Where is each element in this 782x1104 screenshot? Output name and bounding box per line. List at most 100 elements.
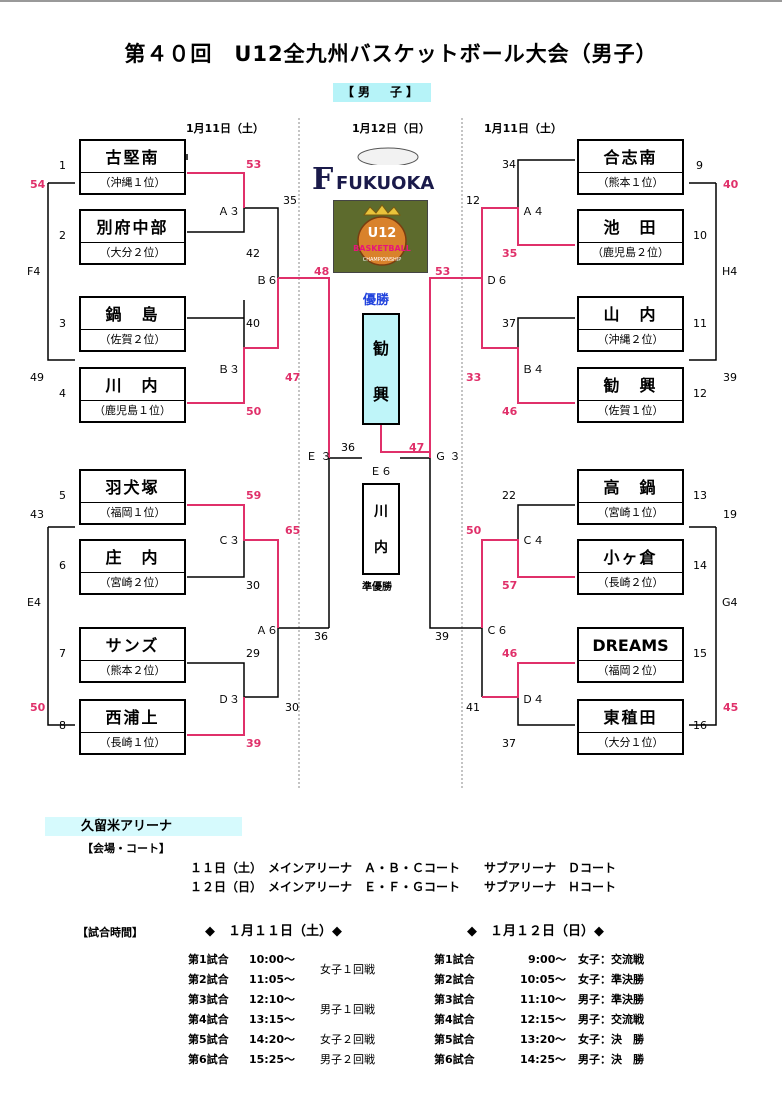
seed-number: 8 bbox=[59, 719, 66, 732]
team-seed-label: （熊本１位） bbox=[579, 172, 682, 193]
date-left: 1月11日（土） bbox=[186, 122, 264, 135]
schedule-time: 9:00～ bbox=[528, 953, 567, 966]
team-name: 池 田 bbox=[603, 218, 658, 237]
score: 53 bbox=[246, 158, 262, 171]
team-seed-label: （佐賀２位） bbox=[81, 329, 184, 350]
score: 22 bbox=[502, 489, 516, 502]
schedule-game: 第6試合 bbox=[188, 1053, 229, 1066]
score: 29 bbox=[246, 647, 260, 660]
score: 47 bbox=[409, 441, 425, 454]
team-name: 山 内 bbox=[603, 305, 658, 324]
score: 36 bbox=[341, 441, 355, 454]
schedule-time: 10:00～ bbox=[249, 953, 296, 966]
team-box-6: 庄 内（宮崎２位） bbox=[79, 539, 186, 595]
score: 57 bbox=[502, 579, 518, 592]
arena-name: 久留米アリーナ bbox=[45, 817, 242, 836]
runner-up-char: 川 bbox=[374, 504, 388, 520]
schedule-game: 第2試合 bbox=[188, 973, 229, 986]
schedule-event: 女子１回戦 bbox=[320, 963, 375, 976]
fukuoka-logo-text: FUKUOKA bbox=[336, 173, 434, 194]
match-label: Ｃ４ bbox=[522, 534, 544, 547]
schedule-game: 第1試合 bbox=[188, 953, 229, 966]
score: 39 bbox=[246, 737, 262, 750]
seed-number: 16 bbox=[693, 719, 707, 732]
runner-up-char: 内 bbox=[374, 540, 388, 556]
team-seed-label: （宮崎２位） bbox=[81, 572, 184, 593]
match-label: F4 bbox=[27, 265, 41, 278]
schedule-game: 第6試合 bbox=[434, 1053, 475, 1066]
score: 39 bbox=[723, 371, 737, 384]
schedule-time: 11:05～ bbox=[249, 973, 296, 986]
score: 30 bbox=[246, 579, 260, 592]
score: 37 bbox=[502, 737, 516, 750]
score: 35 bbox=[283, 194, 297, 207]
score: 36 bbox=[314, 630, 328, 643]
date-center: 1月12日（日） bbox=[352, 122, 430, 135]
team-seed-label: （沖縄２位） bbox=[579, 329, 682, 350]
seed-number: 13 bbox=[693, 489, 707, 502]
seed-number: 15 bbox=[693, 647, 707, 660]
seed-number: 10 bbox=[693, 229, 707, 242]
seed-number: 3 bbox=[59, 317, 66, 330]
score: 34 bbox=[502, 158, 516, 171]
score: 43 bbox=[30, 508, 44, 521]
team-seed-label: （鹿児島２位） bbox=[579, 242, 682, 263]
team-seed-label: （大分２位） bbox=[81, 242, 184, 263]
u12-logo-text: BASKETBALL bbox=[353, 244, 411, 253]
match-label: H4 bbox=[722, 265, 738, 278]
schedule-event: 男子：準決勝 bbox=[578, 993, 644, 1006]
team-seed-label: （大分１位） bbox=[579, 732, 682, 753]
team-box-8: 西浦上 （長崎１位） bbox=[79, 699, 186, 755]
top-border bbox=[0, 0, 782, 2]
venue-day2: １２日（日） メインアリーナ Ｅ・Ｆ・Ｇコート サブアリーナ Ｈコート bbox=[190, 880, 617, 894]
schedule-event: 女子：決 勝 bbox=[578, 1033, 644, 1046]
team-box-16: 東稙田（大分１位） bbox=[577, 699, 684, 755]
champion-box: 勧 興 bbox=[362, 313, 400, 425]
match-label: Ａ６ bbox=[256, 624, 278, 637]
match-label: Ｅ６ bbox=[370, 465, 392, 478]
score: 59 bbox=[246, 489, 262, 502]
page-title: 第４０回 U12全九州バスケットボール大会（男子） bbox=[124, 42, 658, 66]
schedule-game: 第1試合 bbox=[434, 953, 475, 966]
schedule-time: 12:15～ bbox=[520, 1013, 567, 1026]
match-label: Ｇ ３ bbox=[435, 450, 461, 463]
team-name: 西浦上 bbox=[105, 708, 160, 727]
match-label: G4 bbox=[722, 596, 738, 609]
team-seed-label: （長崎１位） bbox=[81, 732, 184, 753]
team-box-12: 勧 興（佐賀１位） bbox=[577, 367, 684, 423]
schedule-time: 10:05～ bbox=[520, 973, 567, 986]
schedule-day2-title: ◆ １月１２日（日）◆ bbox=[467, 924, 604, 939]
team-seed-label: （福岡１位） bbox=[81, 502, 184, 523]
seed-number: 14 bbox=[693, 559, 707, 572]
schedule-time: 13:15～ bbox=[249, 1013, 296, 1026]
schedule-event: 男子：決 勝 bbox=[578, 1053, 644, 1066]
schedule-game: 第2試合 bbox=[434, 973, 475, 986]
date-right: 1月11日（土） bbox=[484, 122, 562, 135]
score: 45 bbox=[723, 701, 739, 714]
score: 54 bbox=[30, 178, 46, 191]
u12-logo-text: U12 bbox=[368, 226, 397, 241]
schedule-event: 男子：交流戦 bbox=[578, 1013, 644, 1026]
schedule-time: 14:20～ bbox=[249, 1033, 296, 1046]
schedule-time: 11:10～ bbox=[520, 993, 567, 1006]
score: 50 bbox=[30, 701, 46, 714]
team-box-4: 川 内（鹿児島１位） bbox=[79, 367, 186, 423]
champion-label: 優勝 bbox=[363, 293, 390, 308]
team-box-2: 別府中部 （大分２位） bbox=[79, 209, 186, 265]
match-label: Ａ３ bbox=[218, 205, 240, 218]
schedule-day1-title: ◆ １月１１日（土）◆ bbox=[205, 924, 342, 939]
runner-up-label: 準優勝 bbox=[362, 582, 392, 593]
team-box-3: 鍋 島（佐賀２位） bbox=[79, 296, 186, 352]
team-seed-label: （福岡２位） bbox=[579, 660, 682, 681]
seed-number: 9 bbox=[696, 159, 703, 172]
score: 33 bbox=[466, 371, 482, 384]
team-name: 別府中部 bbox=[96, 218, 169, 237]
score: 46 bbox=[502, 647, 518, 660]
score: 35 bbox=[502, 247, 518, 260]
score: 40 bbox=[723, 178, 739, 191]
fukuoka-logo: F FUKUOKA bbox=[308, 147, 450, 197]
seed-number: 4 bbox=[59, 387, 66, 400]
score: 46 bbox=[502, 405, 518, 418]
u12-logo-text: CHAMPIONSHIP bbox=[363, 257, 402, 263]
